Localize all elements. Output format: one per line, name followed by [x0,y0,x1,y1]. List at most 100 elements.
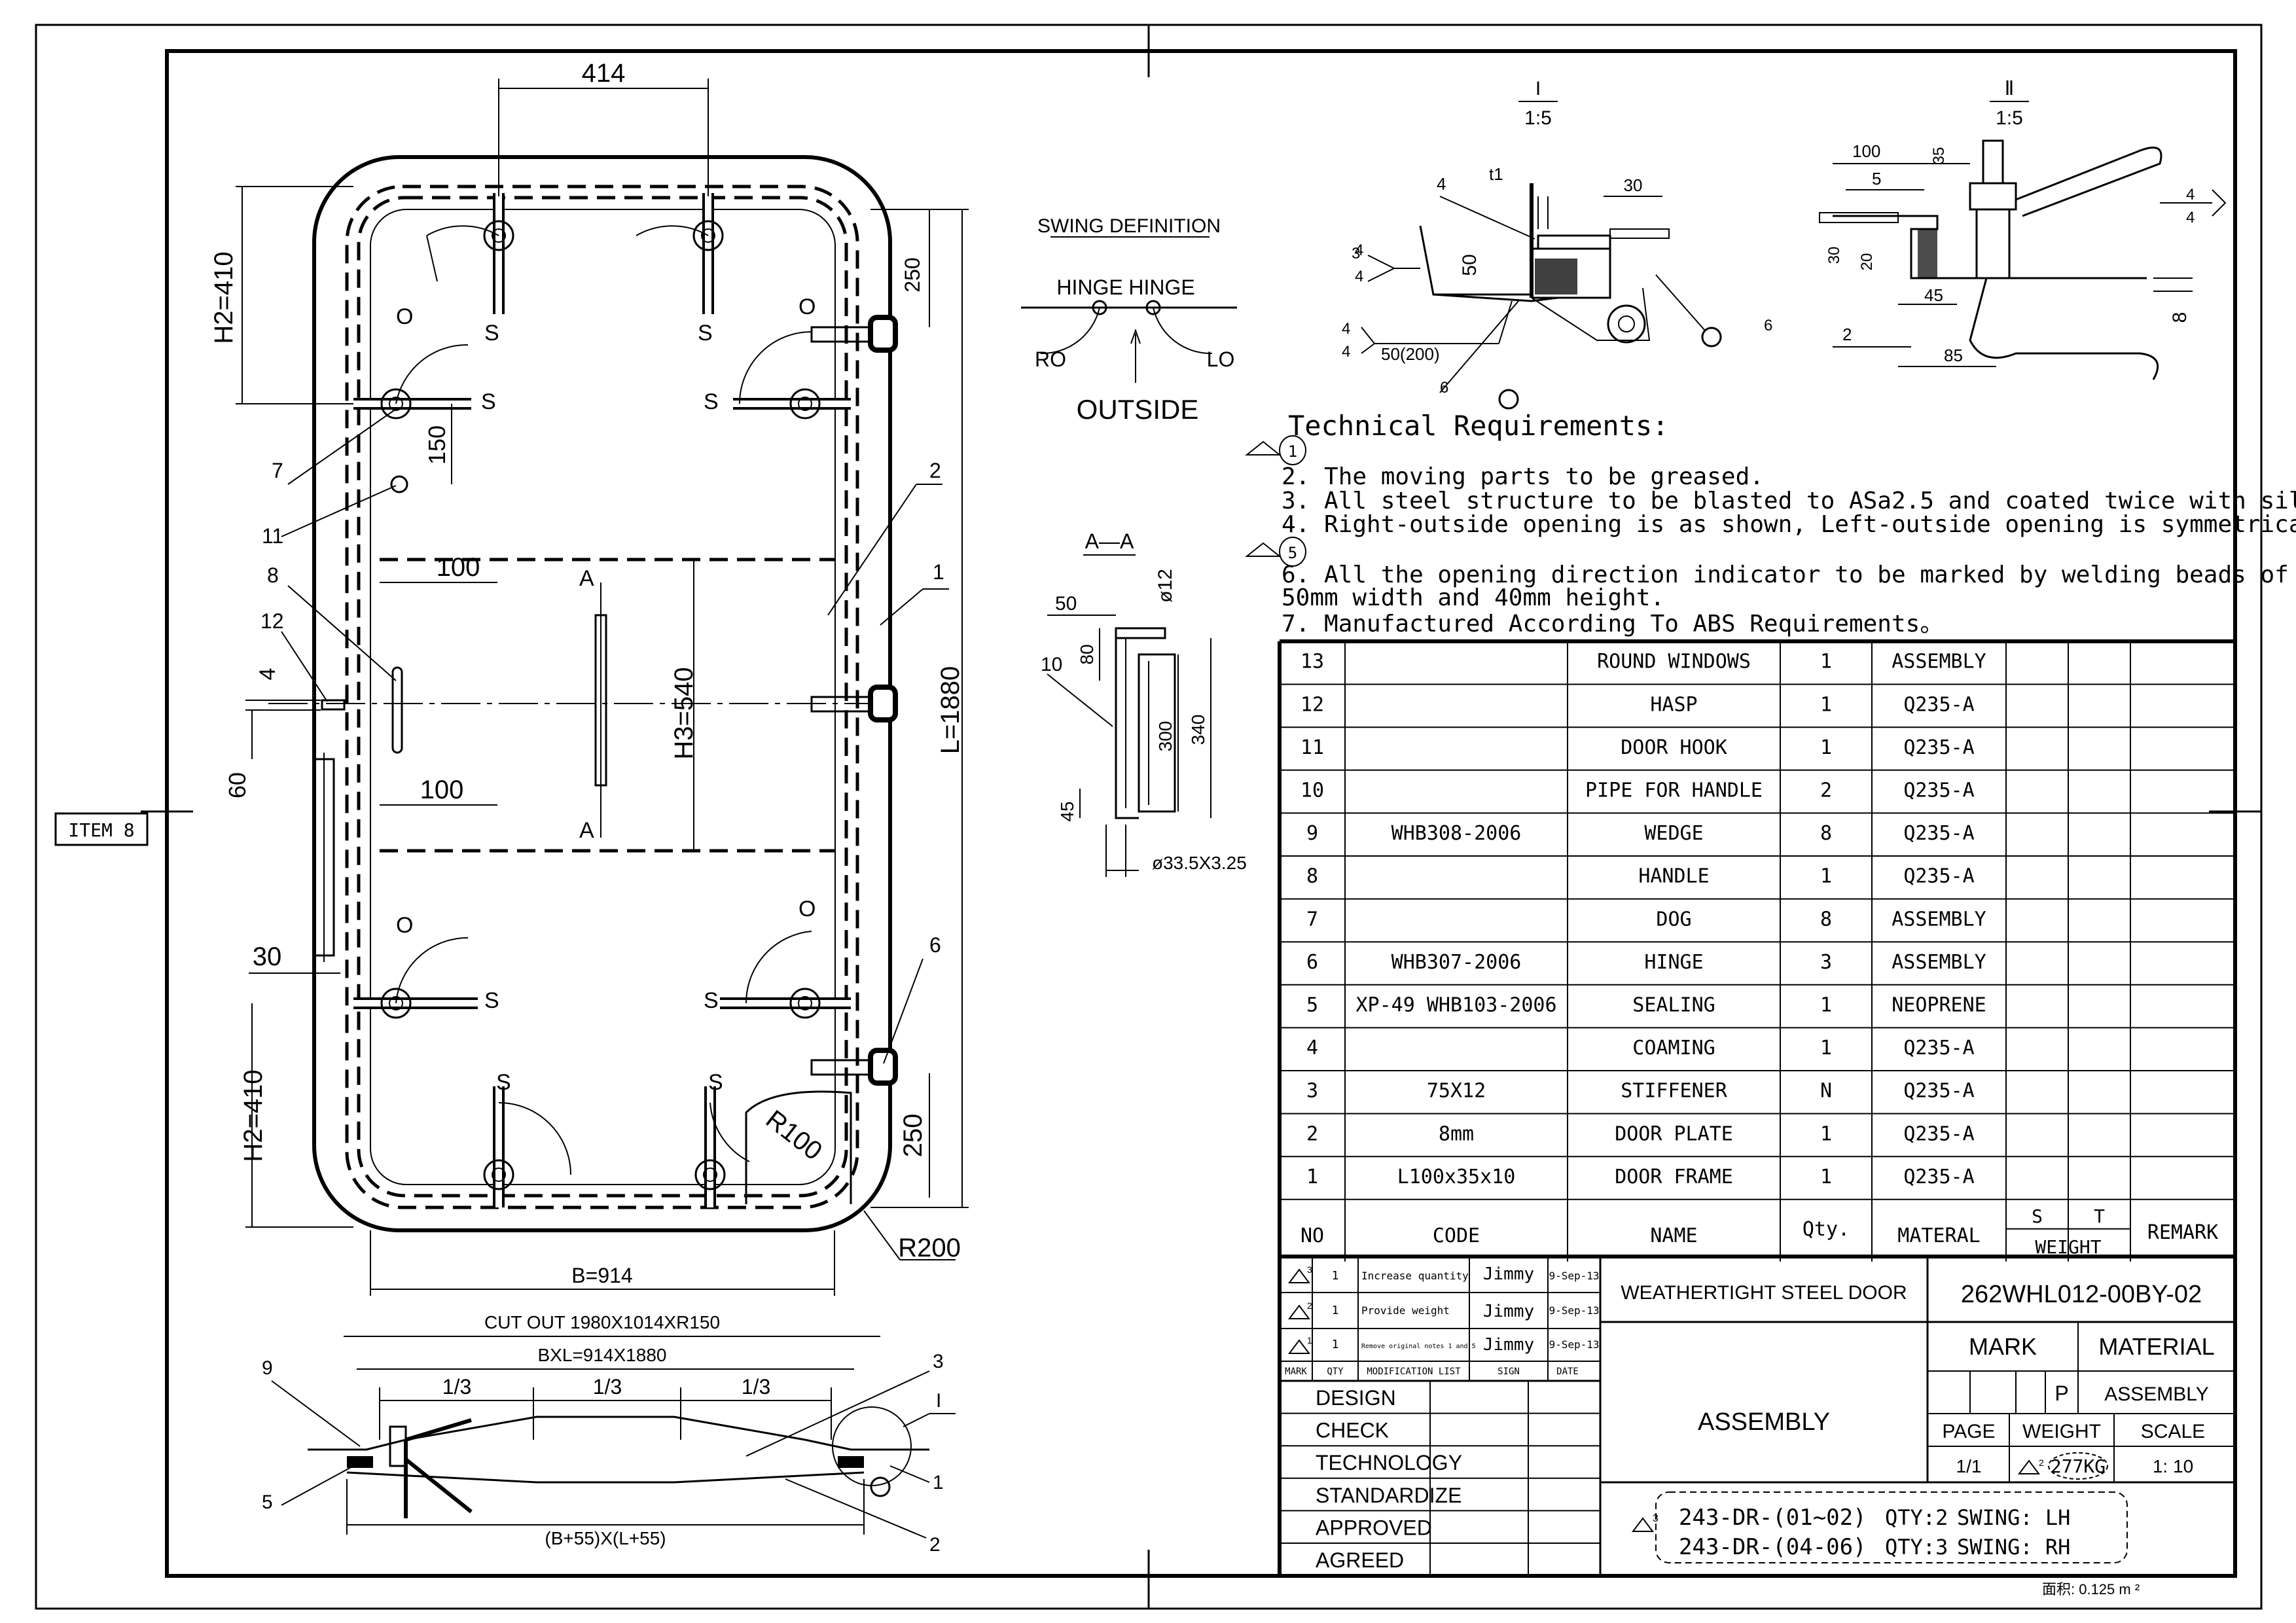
bom-row-material: Q235-A [1903,1037,1974,1060]
detail-ii-d35: 35 [1930,147,1948,165]
bom-row-no: 10 [1300,779,1324,802]
detail-ii-w1: 4 [2186,186,2195,204]
detail-ii-d45: 45 [1924,285,1943,305]
variant-1-qty: QTY:2 [1885,1505,1948,1530]
item-tag: ITEM 8 [68,819,134,841]
bom-row-code: WHB307-2006 [1391,951,1522,974]
dim-414: 414 [582,59,626,88]
callout-2: 2 [929,459,941,482]
third-1: 1/3 [442,1375,471,1399]
dim-4: 4 [255,668,280,681]
aa-d45: 45 [1057,801,1077,821]
dim-60: 60 [224,772,251,798]
detail-ii-d85: 85 [1944,346,1963,365]
page-value: 1/1 [1956,1456,1982,1476]
tech-line-3: 3. All steel structure to be blasted to … [1282,488,2296,514]
dog-bottom-left [483,1086,571,1207]
detail-a-a: A—A 50 ø12 80 300 340 45 ø33.5X3.25 10 [1041,529,1247,877]
door-hook [390,475,408,493]
bom-row-no: 1 [1306,1166,1318,1188]
bom-row-name: PIPE FOR HANDLE [1585,779,1763,802]
variant-1-swing: SWING: LH [1957,1505,2070,1530]
detail-i-scale: 1:5 [1524,107,1552,129]
dog-bottom-right [694,1086,750,1207]
detail-i-w8: 3 [1352,245,1360,262]
dog-right-upper [733,331,851,419]
swing-hinge-right: HINGE [1128,276,1194,299]
bom-row-qty: 3 [1820,951,1832,974]
role-agreed: AGREED [1316,1548,1404,1572]
door-frame-dashed-inner [357,196,848,1198]
bom-row-material: ASSEMBLY [1892,651,1986,673]
swing-definition: SWING DEFINITION HINGE HINGE RO LO OUTSI… [1021,215,1237,425]
section-a-bottom: A [579,818,594,843]
detail-i-w7: 6 [1764,317,1772,334]
aa-d12: ø12 [1155,569,1176,603]
detail-i-w3: 4 [1342,320,1350,338]
seal-right [838,1456,864,1468]
rev-header-date: DATE [1556,1366,1579,1377]
p-label: P [2054,1382,2068,1405]
role-check: CHECK [1316,1419,1389,1442]
dim-h3: H3=540 [670,667,698,759]
aa-pipe: ø33.5X3.25 [1152,853,1247,873]
dim-width: B=914 [571,1264,632,1287]
tech-rev-1: 1 [1288,442,1297,461]
bom-row-material: Q235-A [1903,693,1974,716]
variant-1-code: 243-DR-(01~02) [1679,1505,1867,1531]
rev-header-list: MODIFICATION LIST [1367,1366,1461,1377]
bom-row-name: HASP [1650,693,1697,716]
door-plate-edge [370,209,836,1185]
svg-text:9-Sep-13: 9-Sep-13 [1549,1338,1599,1351]
svg-text:Increase quantity: Increase quantity [1361,1270,1469,1282]
label-o-3: O [396,913,413,938]
weight-label: WEIGHT [2022,1421,2101,1442]
detail-ii-d5: 5 [1872,169,1881,188]
bom-row-name: COAMING [1632,1037,1715,1060]
detail-i: I 1:5 t1 30 4 50 3 4 4 4 4 50(200) 6 6 [1342,78,1772,410]
bom-row-code: 75X12 [1427,1080,1486,1103]
role-design: DESIGN [1316,1386,1396,1410]
dim-r100: R100 [761,1105,827,1166]
dim-h2-top: H2=410 [209,251,238,344]
detail-ii-d30: 30 [1825,247,1843,264]
rev-header-qty: QTY [1327,1366,1344,1377]
rev-header-mark: MARK [1285,1366,1307,1377]
bom-row-qty: 1 [1820,1166,1832,1188]
bom-row-qty: 8 [1820,908,1832,931]
aa-title: A—A [1085,529,1134,553]
bom-row-code: L100x35x10 [1397,1166,1516,1188]
bom-row-name: HINGE [1644,951,1703,974]
label-s-5: S [484,988,499,1013]
material-label: MATERIAL [2098,1333,2214,1360]
section-hinge-pin [870,1476,891,1497]
label-o-2: O [798,294,816,319]
svg-text:3: 3 [1307,1264,1312,1275]
cutout-label: CUT OUT 1980X1014XR150 [484,1312,720,1332]
role-technology: TECHNOLOGY [1316,1451,1462,1474]
revision-row-3: 3 1 Increase quantity Jimmy 9-Sep-13 [1288,1264,1600,1284]
bom-row-name: STIFFENER [1621,1080,1727,1103]
bom-row-no: 13 [1300,651,1324,673]
bom-row-no: 4 [1306,1037,1318,1060]
dim-100-lower: 100 [420,776,464,804]
detail-i-circle [832,1406,912,1486]
assembly-label: ASSEMBLY [1698,1408,1830,1436]
dim-250-top: 250 [901,257,924,292]
bom-row-name: DOOR FRAME [1615,1166,1733,1188]
bom-header-no: NO [1300,1224,1324,1247]
bom-row-name: ROUND WINDOWS [1597,651,1751,673]
bom-row-qty: 2 [1820,779,1832,802]
label-s-8: S [708,1070,723,1095]
callout-11: 11 [262,524,283,548]
bom-row-no: 3 [1306,1080,1318,1103]
variants-rev: 3 [1653,1513,1659,1524]
bom-row-qty: N [1820,1080,1832,1103]
bom-header-name: NAME [1650,1224,1697,1247]
aa-callout-10: 10 [1041,654,1062,675]
bom-row-material: Q235-A [1903,1122,1974,1145]
door-front-view: S S S S S S S S O O O O A A 414 H2=410 1… [209,59,969,1296]
detail-i-title: I [1535,78,1541,99]
swing-ro: RO [1035,348,1066,371]
